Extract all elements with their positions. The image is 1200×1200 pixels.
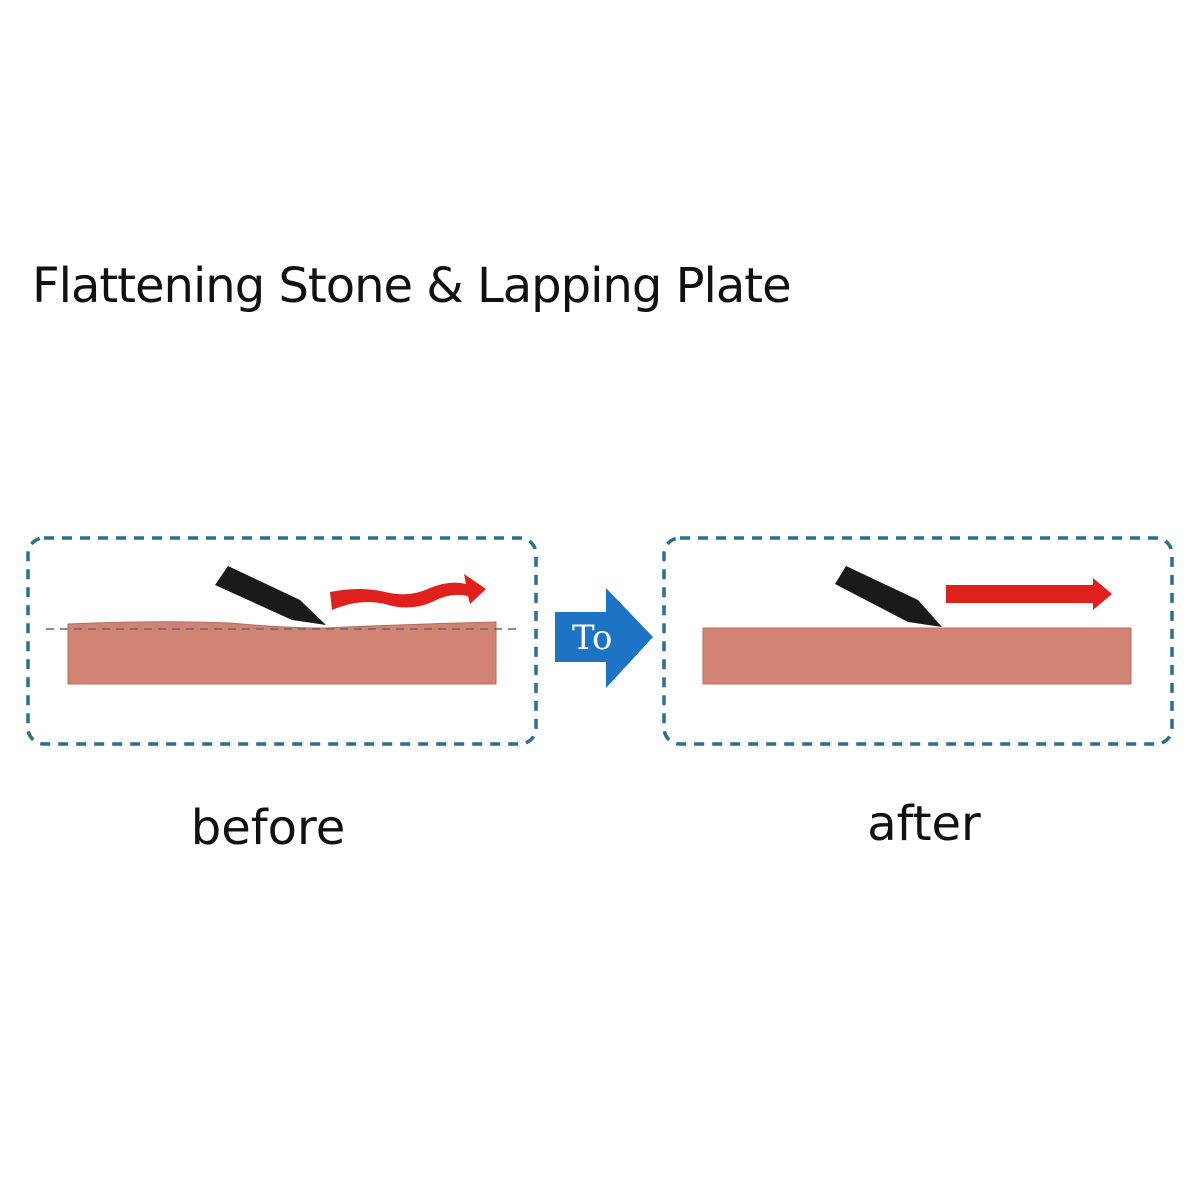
before-frame bbox=[26, 536, 538, 746]
to-arrow: To bbox=[555, 588, 653, 688]
straight-motion-arrow bbox=[946, 578, 1112, 610]
flat-stone bbox=[702, 627, 1132, 685]
wavy-motion-arrow bbox=[330, 574, 486, 610]
uneven-stone bbox=[67, 621, 497, 685]
after-frame bbox=[662, 536, 1174, 746]
blade-after bbox=[835, 566, 942, 627]
to-arrow-shape bbox=[555, 588, 653, 688]
blade-before bbox=[215, 566, 326, 625]
before-panel bbox=[26, 536, 538, 746]
after-panel bbox=[662, 536, 1174, 746]
page-title: Flattening Stone & Lapping Plate bbox=[32, 258, 792, 314]
to-arrow-label: To bbox=[572, 618, 613, 658]
caption-before: before bbox=[190, 800, 346, 856]
caption-after: after bbox=[867, 796, 981, 852]
